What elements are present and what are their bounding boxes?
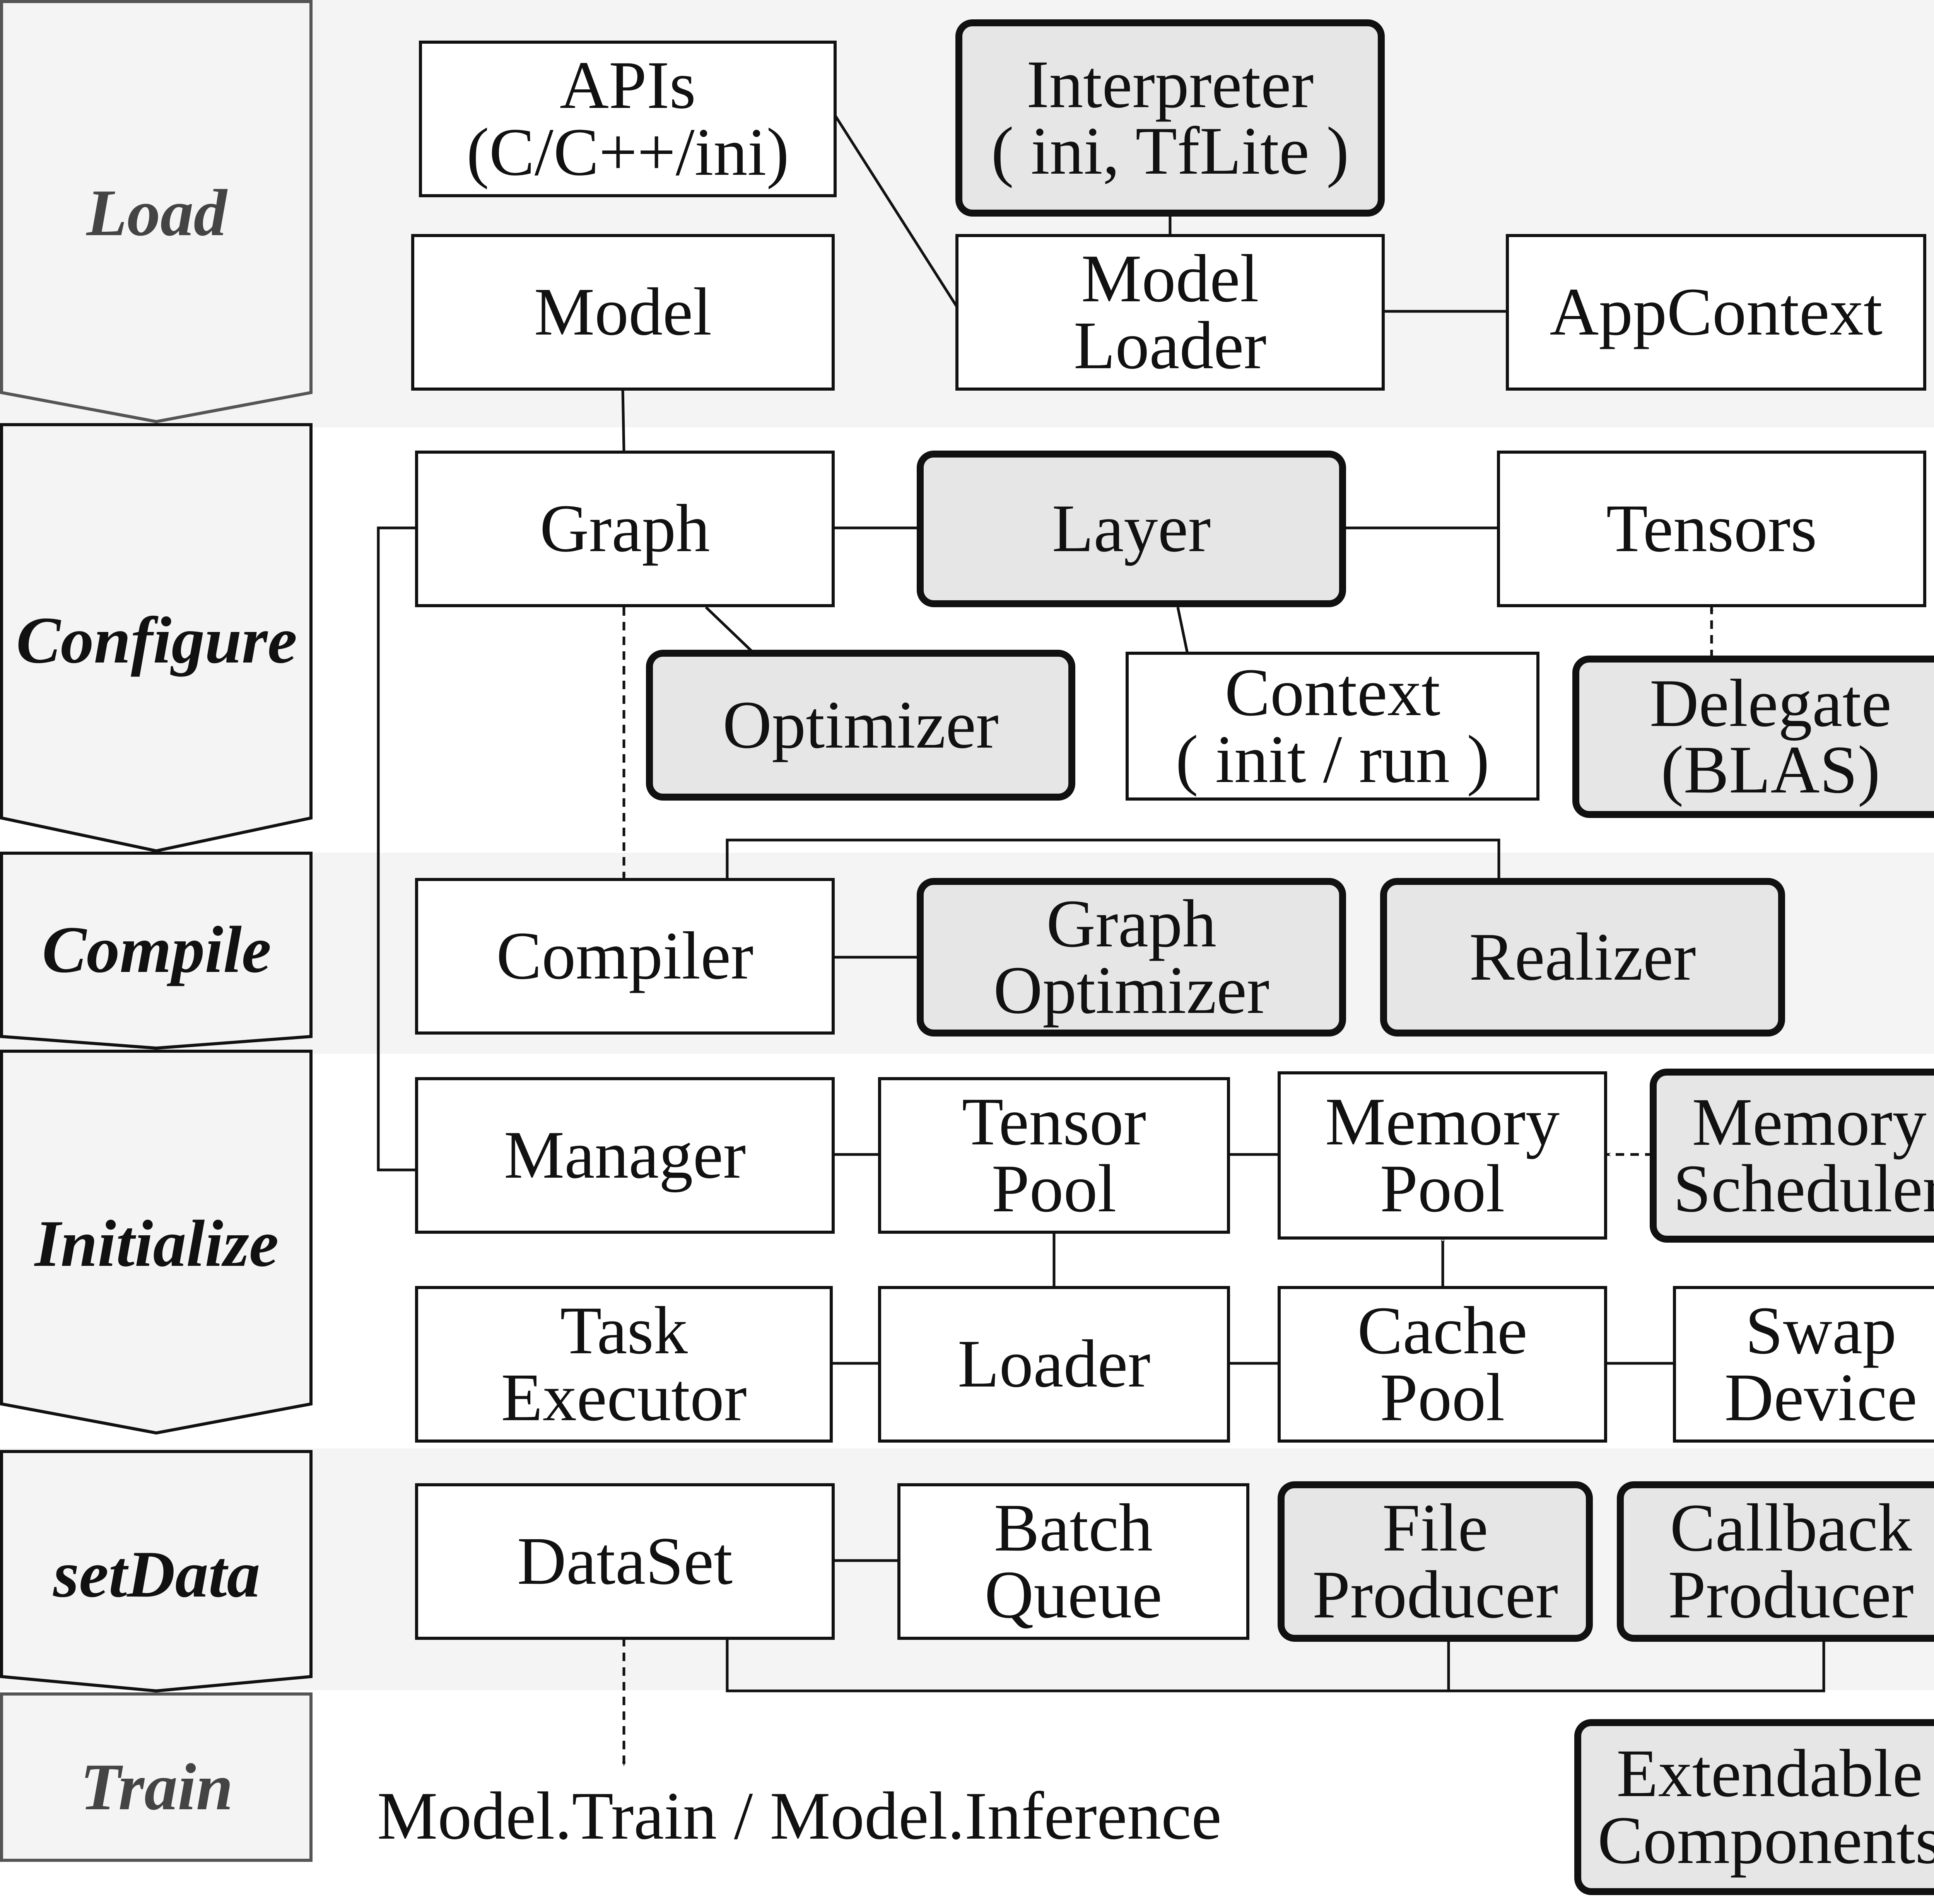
graph-optimizer-line1: Graph bbox=[1046, 886, 1216, 961]
stage-train-chevron bbox=[0, 1692, 313, 1862]
layer-label: Layer bbox=[1052, 491, 1211, 567]
dataset-box: DataSet bbox=[415, 1483, 835, 1640]
compiler-label: Compiler bbox=[496, 918, 753, 994]
graph-box: Graph bbox=[415, 451, 835, 607]
stage-chevrons bbox=[0, 0, 313, 1862]
compiler-box: Compiler bbox=[415, 878, 835, 1035]
connector-dataset-producers bbox=[726, 1638, 1825, 1692]
batch-queue-box: Batch Queue bbox=[897, 1483, 1249, 1640]
connector-graph-optimizer bbox=[705, 606, 753, 653]
swap-device-line2: Device bbox=[1724, 1359, 1917, 1435]
model-loader-line2: Loader bbox=[1073, 307, 1267, 383]
stage-compile-chevron bbox=[0, 852, 313, 1050]
apis-box: APIs (C/C++/ini) bbox=[419, 41, 837, 197]
memory-pool-box: Memory Pool bbox=[1278, 1071, 1607, 1240]
realizer-label: Realizer bbox=[1469, 919, 1696, 995]
optimizer-box: Optimizer bbox=[646, 650, 1075, 801]
legend-line1: Extendable bbox=[1616, 1736, 1923, 1812]
apis-subtitle: (C/C++/ini) bbox=[466, 114, 789, 190]
legend-extendable-components: Extendable Components bbox=[1574, 1719, 1934, 1895]
memory-pool-line1: Memory bbox=[1325, 1084, 1560, 1160]
graph-label: Graph bbox=[540, 491, 710, 567]
tensor-pool-line2: Pool bbox=[991, 1151, 1117, 1226]
cache-pool-line2: Pool bbox=[1380, 1359, 1505, 1435]
stage-label-compile: Compile bbox=[42, 913, 272, 987]
optimizer-label: Optimizer bbox=[723, 687, 999, 763]
stage-label-setdata: setData bbox=[53, 1538, 260, 1611]
tensor-pool-box: Tensor Pool bbox=[878, 1077, 1230, 1234]
graph-optimizer-box: Graph Optimizer bbox=[917, 878, 1346, 1037]
task-executor-line2: Executor bbox=[501, 1359, 747, 1435]
batch-queue-line1: Batch bbox=[994, 1490, 1153, 1566]
memory-scheduler-box: Memory Scheduler bbox=[1650, 1069, 1934, 1243]
stage-initialize-chevron bbox=[0, 1050, 313, 1435]
delegate-subtitle: (BLAS) bbox=[1661, 732, 1881, 808]
batch-queue-line2: Queue bbox=[984, 1557, 1162, 1632]
connector-model-graph bbox=[621, 388, 625, 451]
loader-label: Loader bbox=[957, 1326, 1151, 1402]
final-step-label: Model.Train / Model.Inference bbox=[377, 1778, 1222, 1854]
stage-label-initialize: Initialize bbox=[34, 1207, 279, 1281]
callback-producer-box: Callback Producer bbox=[1617, 1481, 1934, 1642]
memory-scheduler-line2: Scheduler bbox=[1673, 1151, 1934, 1226]
manager-box: Manager bbox=[415, 1077, 835, 1234]
connector-apis-modelloader bbox=[834, 115, 958, 308]
connectors bbox=[377, 115, 1825, 1766]
context-title: Context bbox=[1225, 655, 1440, 731]
stage-label-train: Train bbox=[80, 1750, 233, 1824]
app-context-box: AppContext bbox=[1506, 234, 1926, 391]
interpreter-title: Interpreter bbox=[1026, 46, 1314, 122]
interpreter-box: Interpreter ( ini, TfLite ) bbox=[955, 19, 1385, 217]
cache-pool-line1: Cache bbox=[1357, 1293, 1527, 1369]
file-producer-line1: File bbox=[1382, 1490, 1488, 1566]
tensor-pool-line1: Tensor bbox=[962, 1084, 1146, 1160]
context-subtitle: ( init / run ) bbox=[1175, 721, 1490, 797]
model-loader-line1: Model bbox=[1081, 241, 1259, 317]
connector-compiler-realizer bbox=[726, 838, 1500, 880]
app-context-label: AppContext bbox=[1550, 274, 1883, 350]
task-executor-box: Task Executor bbox=[415, 1286, 833, 1443]
connector-graph-manager bbox=[377, 526, 418, 1171]
connector-layer-context bbox=[1176, 607, 1189, 654]
swap-device-box: Swap Device bbox=[1673, 1286, 1934, 1443]
stage-load-chevron bbox=[0, 0, 313, 423]
cache-pool-box: Cache Pool bbox=[1278, 1286, 1607, 1443]
memory-pool-line2: Pool bbox=[1380, 1151, 1505, 1226]
tensors-box: Tensors bbox=[1497, 451, 1926, 607]
model-box: Model bbox=[411, 234, 835, 391]
interpreter-subtitle: ( ini, TfLite ) bbox=[991, 113, 1349, 189]
swap-device-line1: Swap bbox=[1745, 1293, 1897, 1369]
stage-label-load: Load bbox=[86, 176, 227, 250]
stage-configure-chevron bbox=[0, 423, 313, 853]
memory-scheduler-line1: Memory bbox=[1692, 1084, 1927, 1160]
delegate-title: Delegate bbox=[1649, 665, 1892, 741]
stage-setdata-chevron bbox=[0, 1450, 313, 1693]
model-loader-box: Model Loader bbox=[955, 234, 1385, 391]
graph-optimizer-line2: Optimizer bbox=[993, 953, 1269, 1028]
stage-label-configure: Configure bbox=[16, 604, 297, 677]
tensors-label: Tensors bbox=[1606, 491, 1817, 567]
apis-title: APIs bbox=[559, 48, 696, 123]
loader-box: Loader bbox=[878, 1286, 1230, 1443]
task-executor-line1: Task bbox=[560, 1293, 688, 1369]
delegate-box: Delegate (BLAS) bbox=[1572, 656, 1934, 818]
legend-line2: Components bbox=[1597, 1802, 1934, 1878]
callback-producer-line2: Producer bbox=[1668, 1557, 1914, 1632]
callback-producer-line1: Callback bbox=[1670, 1490, 1912, 1566]
context-box: Context ( init / run ) bbox=[1126, 652, 1539, 801]
model-label: Model bbox=[534, 274, 712, 350]
dataset-label: DataSet bbox=[517, 1523, 733, 1599]
file-producer-box: File Producer bbox=[1278, 1481, 1593, 1642]
layer-box: Layer bbox=[917, 451, 1346, 607]
manager-label: Manager bbox=[504, 1117, 746, 1193]
file-producer-line2: Producer bbox=[1312, 1557, 1558, 1632]
realizer-box: Realizer bbox=[1380, 878, 1785, 1037]
